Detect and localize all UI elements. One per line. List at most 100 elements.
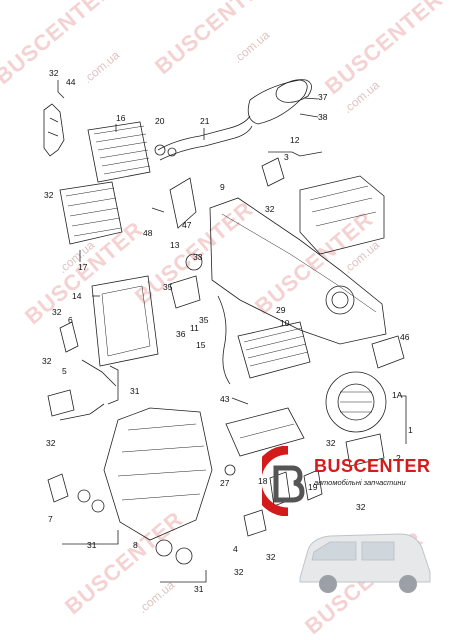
logo-subtitle: автомобільні запчастини xyxy=(314,478,406,487)
callout-label: 33 xyxy=(193,252,203,262)
callout-label: 9 xyxy=(220,182,225,192)
callout-label: 17 xyxy=(78,262,88,272)
callout-label: 8 xyxy=(133,540,138,550)
part-3-actuator xyxy=(261,157,285,187)
callout-label: 12 xyxy=(290,135,300,145)
leader-bracket xyxy=(107,365,119,405)
part-8-detail xyxy=(117,423,207,501)
blower-opening-inner xyxy=(331,291,349,309)
callout-label: 15 xyxy=(196,340,206,350)
part-21-pipe-2 xyxy=(159,125,253,161)
logo-emblem xyxy=(262,446,305,516)
part-31-gear-3 xyxy=(155,539,173,557)
callout-label: 47 xyxy=(182,220,192,230)
part-43-line xyxy=(239,423,295,439)
part-17-heater-core xyxy=(59,181,123,245)
part-38-seal xyxy=(247,79,308,125)
blower-opening xyxy=(325,285,355,315)
callout-label: 32 xyxy=(42,356,52,366)
callout-label: 32 xyxy=(49,68,59,78)
callout-label: 44 xyxy=(66,77,76,87)
part-20-seal-2 xyxy=(167,147,177,157)
callout-label: 32 xyxy=(44,190,54,200)
callout-label: 32 xyxy=(46,438,56,448)
part-19-sensor xyxy=(303,469,323,501)
callout-label: 14 xyxy=(72,291,82,301)
part-33-sensor xyxy=(185,253,203,271)
callout-label: 36 xyxy=(176,329,186,339)
callout-label: 31 xyxy=(87,540,97,550)
part-7-actuator xyxy=(47,473,69,503)
leader-line xyxy=(299,113,319,118)
screw-32-top xyxy=(57,91,65,99)
callout-label: 19 xyxy=(308,482,318,492)
callout-label: 18 xyxy=(258,476,268,486)
callout-label: 32 xyxy=(356,502,366,512)
part-44-detail xyxy=(47,117,59,137)
van-illustration xyxy=(299,533,431,593)
callout-label: 38 xyxy=(318,112,328,122)
callout-label: 5 xyxy=(62,366,67,376)
callout-label: 48 xyxy=(143,228,153,238)
leader-bracket xyxy=(160,570,207,583)
part-14-inner xyxy=(101,285,151,357)
leader-bracket xyxy=(62,530,119,545)
callout-label: 11 xyxy=(190,323,199,333)
part-5-lever xyxy=(47,389,75,417)
part-36-hose xyxy=(217,295,231,385)
callout-label: 1A xyxy=(392,390,403,400)
callout-label: 43 xyxy=(220,394,230,404)
callout-label: 3 xyxy=(284,152,289,162)
callout-label: 35 xyxy=(199,315,209,325)
housing-ridge xyxy=(221,213,377,313)
part-12-blend-door-housing xyxy=(299,175,385,255)
part-31-gear xyxy=(77,489,91,503)
leader-bracket xyxy=(268,151,323,157)
part-6-bracket xyxy=(59,321,79,353)
part-16-fins xyxy=(93,125,151,175)
callout-label: 20 xyxy=(155,116,165,126)
main-hvac-housing xyxy=(209,197,387,345)
callout-labels: 32 44 16 20 21 37 38 12 3 32 9 32 47 48 … xyxy=(42,68,413,594)
part-37-seal xyxy=(275,79,312,103)
callout-label: 10 xyxy=(280,318,290,328)
leader-line xyxy=(231,397,249,405)
callout-label: 13 xyxy=(170,240,180,250)
leader-line xyxy=(303,97,319,100)
callout-label: 32 xyxy=(266,552,276,562)
callout-label: 4 xyxy=(233,544,238,554)
part-44-bracket xyxy=(43,103,65,157)
callout-label: 32 xyxy=(326,438,336,448)
logo-title: BUSCENTER xyxy=(314,456,431,476)
part-10-cabin-filter xyxy=(237,321,311,379)
screw-48 xyxy=(151,207,165,213)
part-16-evaporator xyxy=(87,121,151,183)
part-47-bracket xyxy=(169,177,197,229)
callout-label: 31 xyxy=(130,386,140,396)
part-31-link xyxy=(81,359,117,387)
callout-label: 21 xyxy=(200,116,210,126)
callout-label: 32 xyxy=(234,567,244,577)
part-31-gear-2 xyxy=(91,499,105,513)
part-20-seal xyxy=(154,144,166,156)
part-8-lower-housing xyxy=(103,407,213,541)
callout-label: 27 xyxy=(220,478,230,488)
part-46-bracket xyxy=(371,335,405,369)
part-11-actuator xyxy=(169,275,201,309)
part-31-gear-4 xyxy=(175,547,193,565)
buscenter-logo: BUSCENTER автомобільні запчастини xyxy=(262,446,442,516)
part-1-blades xyxy=(340,391,372,413)
callout-label: 37 xyxy=(318,92,328,102)
part-31-link-2 xyxy=(59,403,105,421)
part-43-cover xyxy=(225,407,305,457)
callout-label: 16 xyxy=(116,113,126,123)
part-12-detail xyxy=(309,185,377,227)
callout-label: 6 xyxy=(68,315,73,325)
callout-label: 46 xyxy=(400,332,410,342)
leader-bracket xyxy=(400,395,407,444)
callout-label: 1 xyxy=(408,425,413,435)
part-21-pipe xyxy=(157,115,251,151)
part-17-fins xyxy=(65,187,122,237)
callout-label: 29 xyxy=(276,305,286,315)
part-4-clip xyxy=(243,509,267,537)
